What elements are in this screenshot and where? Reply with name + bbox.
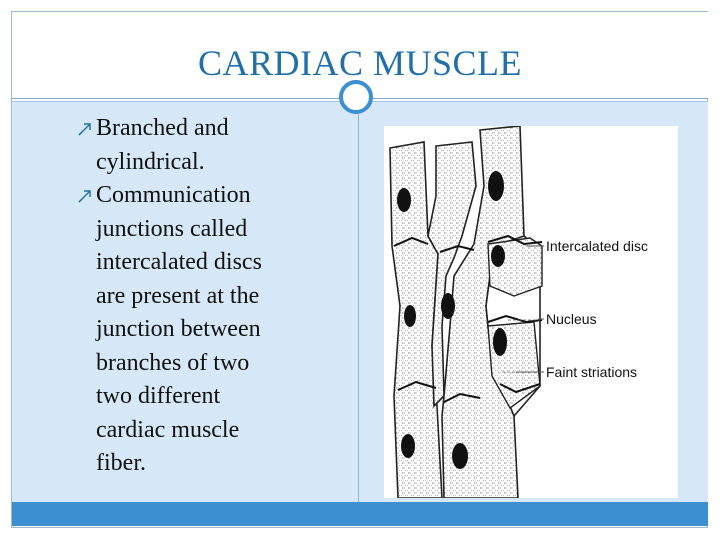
- label-faint-striations: Faint striations: [546, 364, 637, 380]
- bullet-text-line: cardiac muscle: [96, 416, 240, 443]
- column-divider: [358, 102, 359, 502]
- label-nucleus: Nucleus: [546, 311, 597, 327]
- arrow-bullet-icon: [78, 190, 91, 203]
- bullet-text-line: fiber.: [96, 450, 146, 476]
- label-intercalated-disc: Intercalated disc: [546, 238, 648, 254]
- bullet-text-line: intercalated discs: [96, 249, 262, 275]
- bullet-item: Communication junctions called intercala…: [78, 179, 348, 481]
- bullet-text-line: branches of two: [96, 349, 250, 376]
- diagram-illustration: Intercalated disc Nucleus Faint striatio…: [389, 125, 648, 499]
- bullet-text: Communication: [96, 182, 251, 208]
- slide-title: CARDIAC MUSCLE: [197, 43, 523, 83]
- arrow-bullet-icon: [78, 123, 91, 136]
- bullet-text: Branched and: [96, 115, 229, 141]
- bullet-text-line: junction between: [96, 316, 261, 342]
- bullet-text-line: junctions called: [96, 215, 248, 242]
- bullet-text-line: cylindrical.: [96, 148, 205, 175]
- bullet-item: Branched and cylindrical.: [78, 112, 348, 179]
- footer-bar: [12, 502, 708, 526]
- bullet-text-line: are present at the: [96, 282, 260, 309]
- bullet-text-line: two different: [96, 383, 221, 409]
- cardiac-muscle-diagram: Intercalated disc Nucleus Faint striatio…: [384, 125, 678, 499]
- circle-ornament-icon: [339, 80, 373, 114]
- bullet-list: Branched and cylindrical. Communication …: [78, 112, 348, 481]
